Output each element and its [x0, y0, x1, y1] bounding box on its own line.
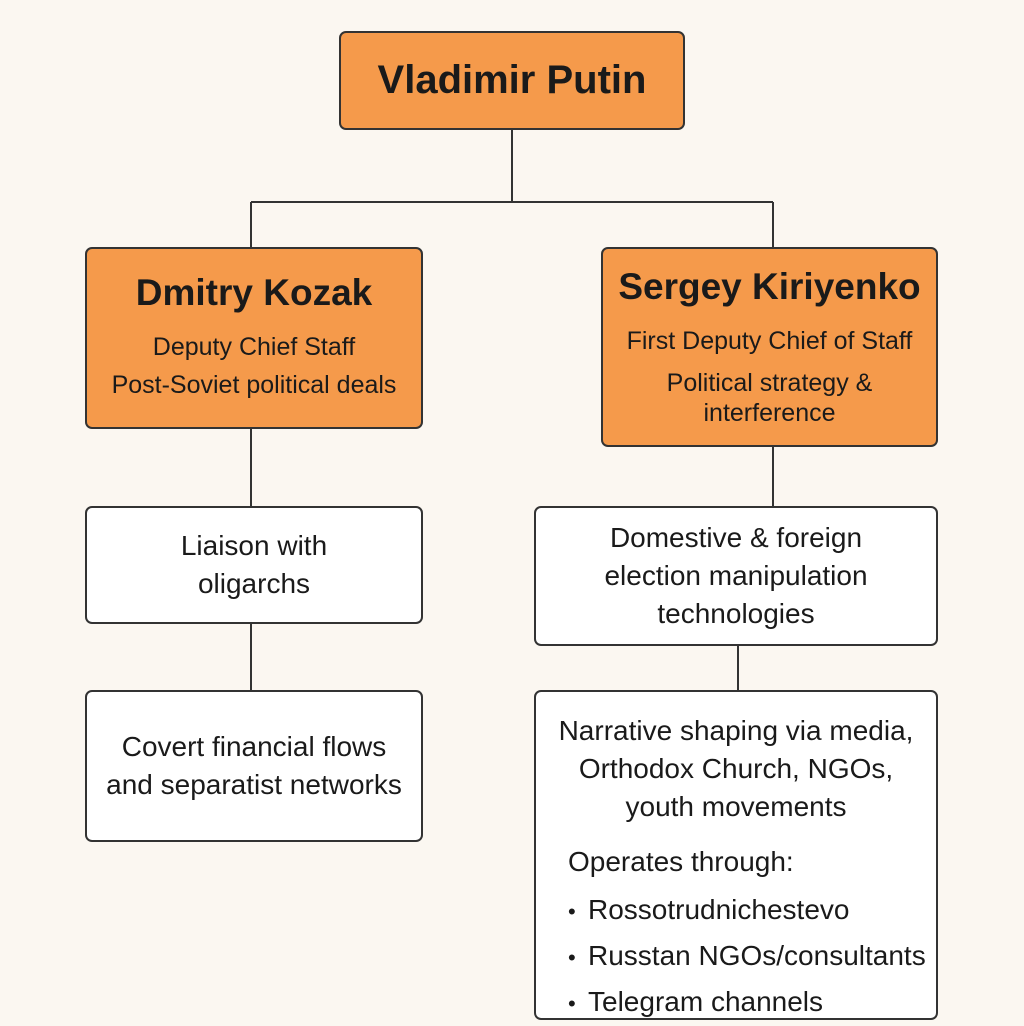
list-item: • Telegram channels — [568, 980, 926, 1026]
election-text: Domestive & foreign election manipulatio… — [604, 522, 868, 629]
operates-through-label: Operates through: — [568, 846, 794, 877]
narrative-text: Narrative shaping via media, Orthodox Ch… — [558, 715, 914, 822]
bullet-icon: • — [568, 945, 576, 970]
bullet-icon: • — [568, 899, 576, 924]
list-item: • Rossotrudnichestevo — [568, 888, 926, 934]
list-item: • Russtan NGOs/consultants — [568, 934, 926, 980]
node-covert-financial-flows: Covert financial flows and separatist ne… — [85, 690, 423, 842]
kozak-name: Dmitry Kozak — [135, 272, 373, 313]
channel-label: Rossotrudnichestevo — [588, 894, 850, 925]
channel-label: Telegram channels — [588, 986, 824, 1017]
node-dmitry-kozak: Dmitry Kozak Deputy Chief Staff Post-Sov… — [85, 247, 423, 429]
channel-list: • Rossotrudnichestevo • Russtan NGOs/consu… — [568, 888, 926, 1026]
node-liaison-oligarchs: Liaison with oligarchs — [85, 506, 423, 624]
channel-label: Russtan NGOs/consultants — [588, 940, 926, 971]
bullet-icon: • — [568, 991, 576, 1016]
node-vladimir-putin: Vladimir Putin — [339, 31, 685, 130]
kozak-role: Deputy Chief Staff — [152, 333, 356, 361]
node-root-name: Vladimir Putin — [377, 58, 647, 102]
oligarchs-text: Liaison with oligarchs — [180, 530, 328, 599]
node-narrative-shaping: Narrative shaping via media, Orthodox Ch… — [534, 690, 938, 1020]
kiriyenko-focus: Political strategy & interference — [666, 369, 873, 427]
covert-text: Covert financial flows and separatist ne… — [106, 731, 402, 800]
kiriyenko-role: First Deputy Chief of Staff — [626, 327, 913, 355]
node-sergey-kiriyenko: Sergey Kiriyenko First Deputy Chief of S… — [601, 247, 938, 447]
node-election-manipulation: Domestive & foreign election manipulatio… — [534, 506, 938, 646]
kiriyenko-name: Sergey Kiriyenko — [618, 266, 921, 307]
kozak-focus: Post-Soviet political deals — [111, 371, 397, 399]
